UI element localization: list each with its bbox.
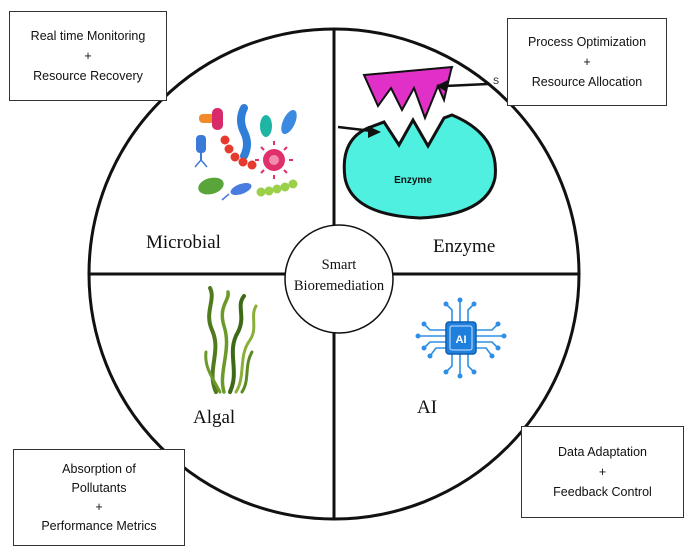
box-line: Performance Metrics xyxy=(41,518,157,533)
ai-chip-text: AI xyxy=(456,334,467,346)
box-line: Process Optimization xyxy=(527,35,647,49)
center-circle xyxy=(284,224,394,334)
box-line: Real time Monitoring xyxy=(30,29,146,43)
box-line: + xyxy=(598,465,607,479)
enzyme-label: Enzyme xyxy=(433,236,496,257)
microbes-icon xyxy=(194,104,298,201)
microbial-label: Microbial xyxy=(146,232,221,253)
enzyme-text: Enzyme xyxy=(394,175,432,186)
box-monitoring-recovery: Real time Monitoring + Resource Recovery xyxy=(9,11,167,101)
box-optimization-allocation: Process Optimization + Resource Allocati… xyxy=(507,18,667,106)
box-line: Data Adaptation xyxy=(558,445,647,459)
box-line: + xyxy=(95,499,103,514)
box-line: Resource Allocation xyxy=(531,75,643,89)
box-line: Resource Recovery xyxy=(33,69,143,83)
ai-chip-icon xyxy=(415,297,507,379)
box-line: Absorption of xyxy=(62,461,136,476)
algal-label: Algal xyxy=(193,407,236,428)
center-label-line1: Smart xyxy=(321,257,357,273)
box-line: Feedback Control xyxy=(553,485,652,499)
center-label-line2: Bioremediation xyxy=(293,278,385,294)
box-adaptation-feedback: Data Adaptation + Feedback Control xyxy=(521,426,684,518)
box-line: + xyxy=(84,49,92,63)
ai-label: AI xyxy=(417,397,438,418)
enzyme-icon xyxy=(337,65,497,220)
box-absorption-performance: Absorption of Pollutants + Performance M… xyxy=(13,449,185,546)
box-line: + xyxy=(583,55,591,69)
algae-icon xyxy=(204,286,258,394)
center-label: Smart Bioremediation xyxy=(284,255,394,297)
arrow-label: S xyxy=(493,76,499,86)
box-line: Pollutants xyxy=(71,480,127,495)
